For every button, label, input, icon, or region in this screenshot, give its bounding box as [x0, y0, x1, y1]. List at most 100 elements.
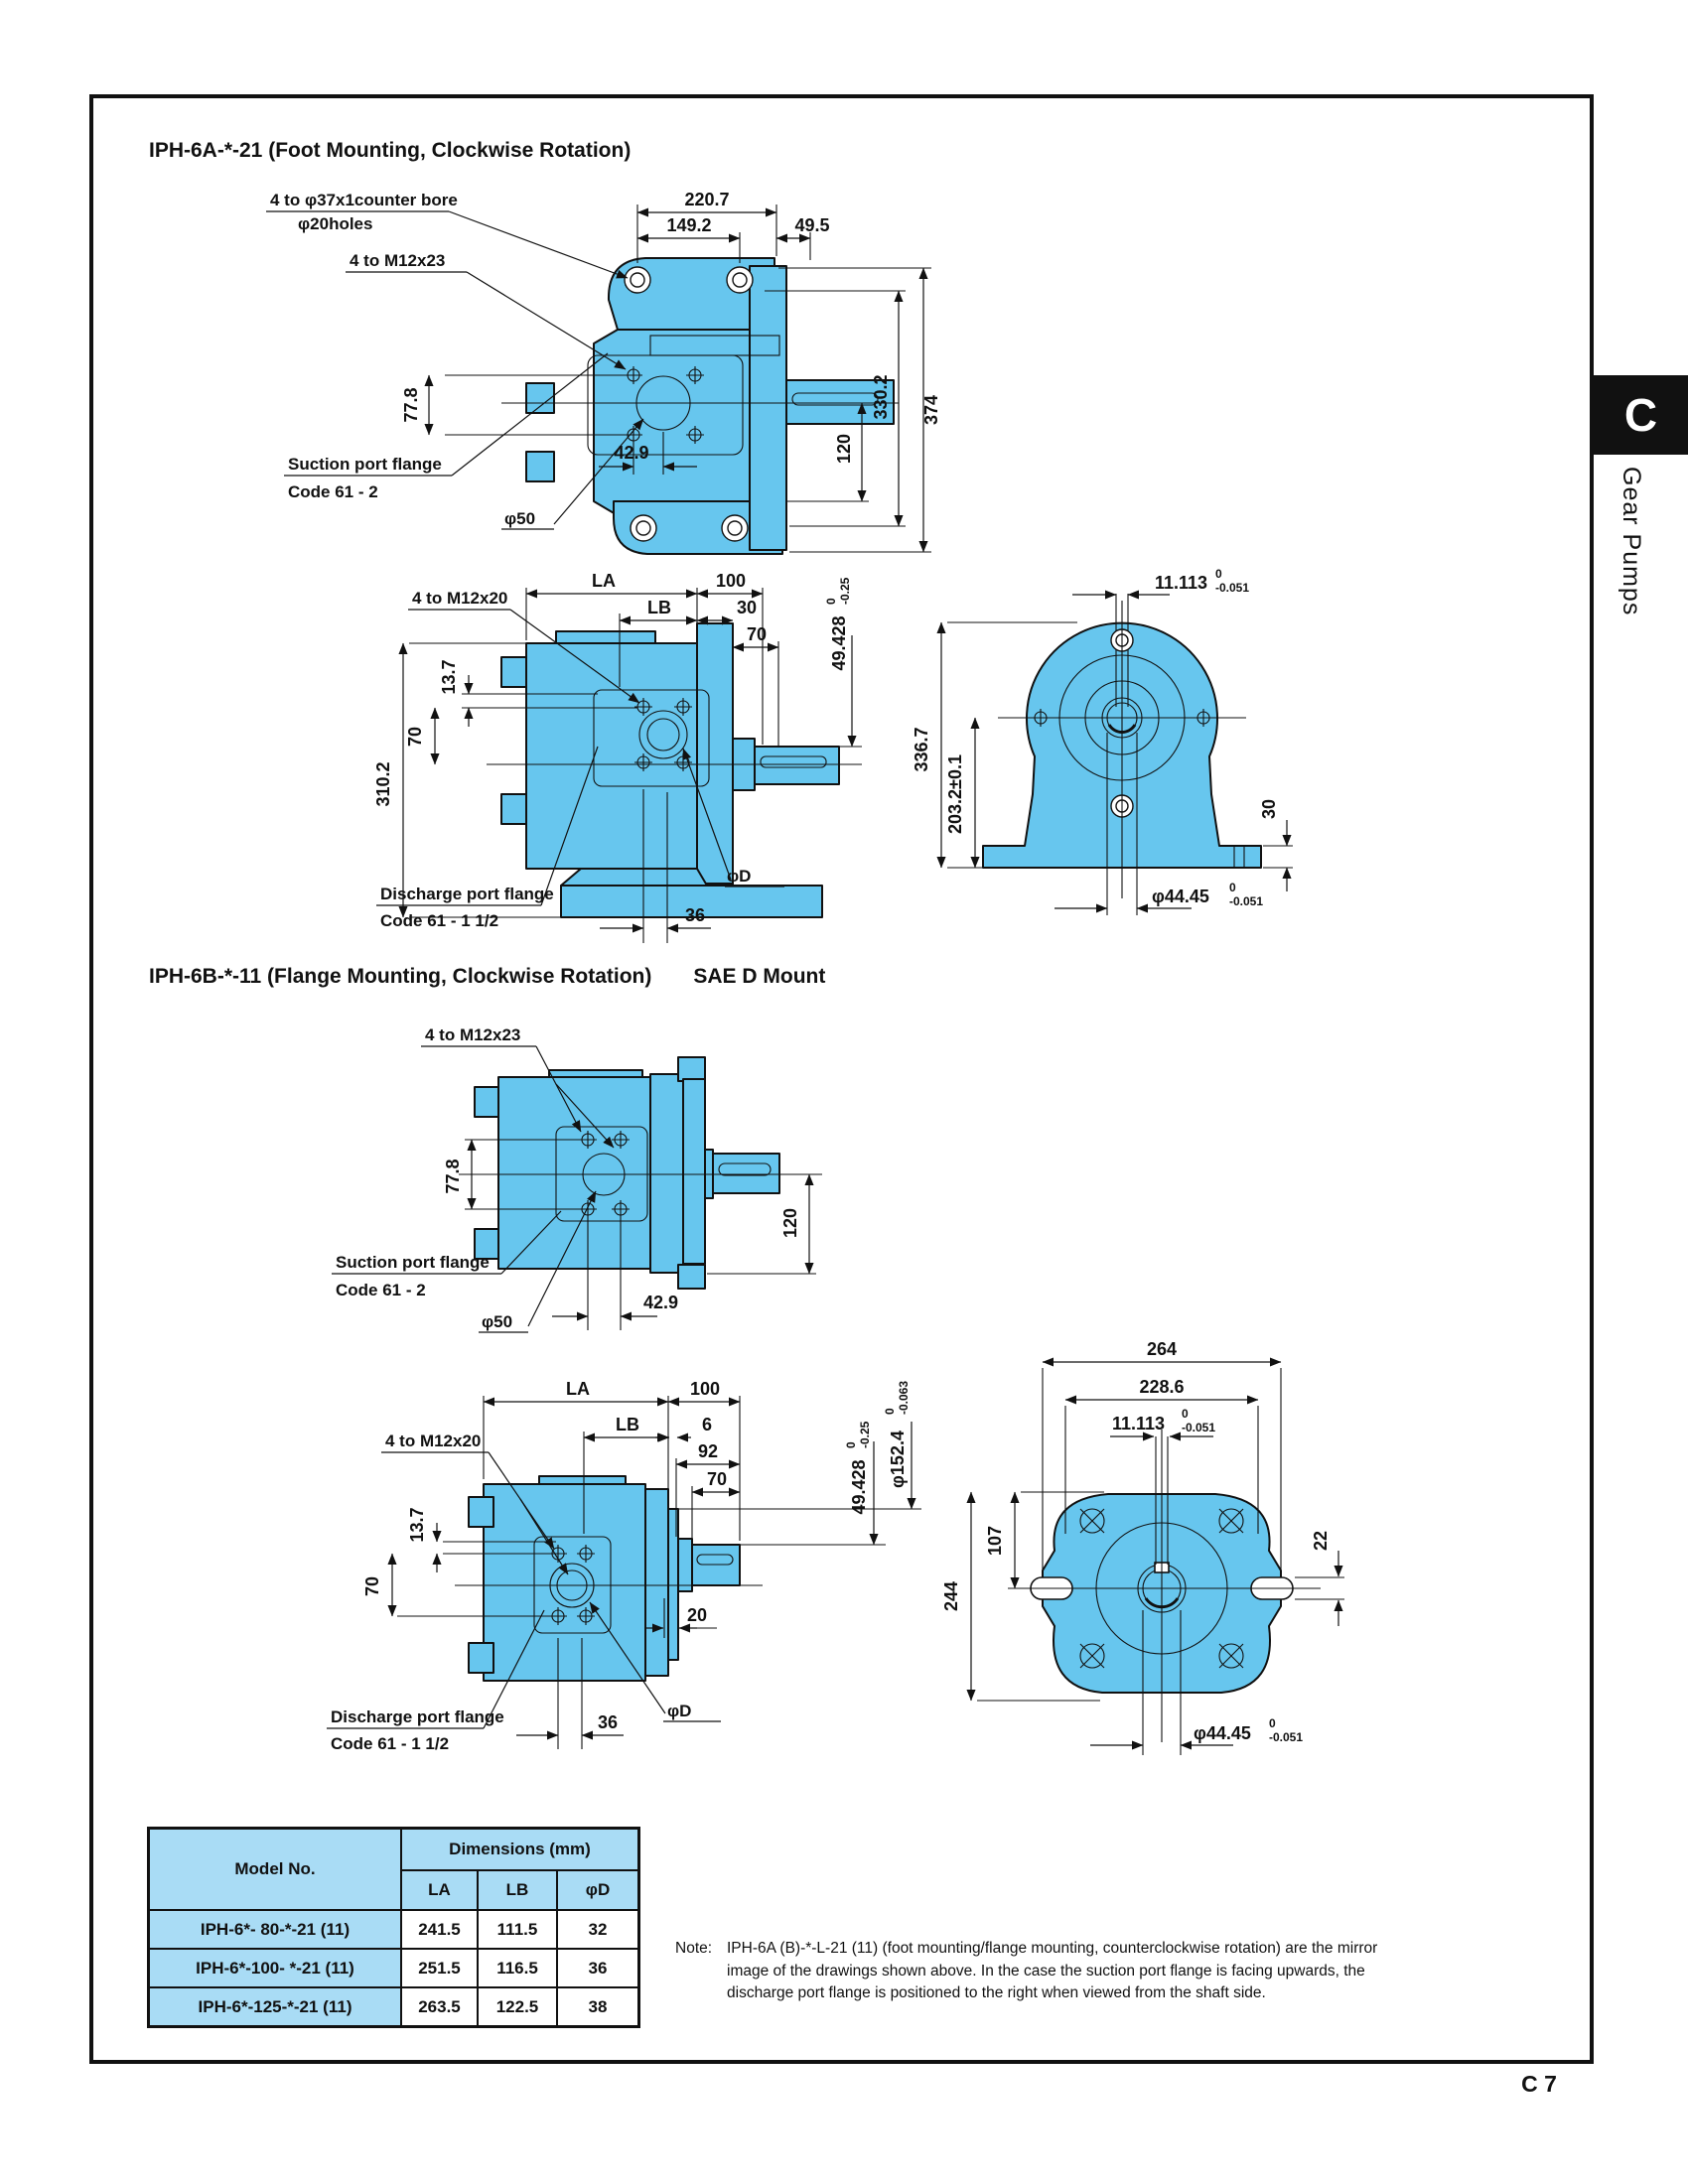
suction-port-label-1: Suction port flange [288, 455, 442, 474]
counterbore-note-line2: φ20holes [298, 214, 372, 233]
svg-text:0: 0 [1215, 567, 1222, 581]
note-line: discharge port flange is positioned to t… [727, 1984, 1266, 2001]
dim-42-9: 42.9 [643, 1293, 678, 1312]
bolt-note: 4 to M12x20 [385, 1432, 481, 1450]
shaft-keyway [718, 1162, 772, 1176]
chapter-letter: C [1623, 389, 1658, 441]
dim-20: 20 [687, 1605, 707, 1625]
col-header-model: Model No. [147, 1827, 402, 1911]
dim-36: 36 [685, 905, 705, 925]
svg-text:φ44.45: φ44.45 [1152, 887, 1209, 906]
section2-title-text: IPH-6B-*-11 (Flange Mounting, Clockwise … [149, 965, 652, 988]
model-no: IPH-6*-125-*-21 (11) [147, 1986, 402, 2028]
bolt-tab [525, 451, 555, 482]
bolt-note: 4 to M12x20 [412, 589, 507, 608]
dim-70: 70 [405, 727, 425, 747]
note-label: Note: [675, 1940, 713, 1957]
flange-side-view: LA 100 LB 6 92 70 49.428 0 -0.25 [327, 1379, 921, 1753]
dim-30: 30 [737, 598, 757, 617]
dim-phiD: φD [667, 1702, 691, 1720]
bolt-tab [468, 1642, 494, 1674]
dim-11-113: 11.113 0 -0.051 [1112, 1407, 1215, 1434]
svg-text:-0.25: -0.25 [858, 1421, 872, 1448]
la-value: 251.5 [400, 1948, 479, 1988]
port-flange-face [593, 689, 710, 787]
dim-LB: LB [616, 1415, 639, 1434]
la-value: 241.5 [400, 1909, 479, 1950]
svg-text:-0.051: -0.051 [1269, 1730, 1303, 1744]
flange-ear-top [677, 1056, 706, 1082]
col-header-dimensions: Dimensions (mm) [400, 1827, 640, 1871]
table-row: IPH-6*- 80-*-21 (11) 241.5 111.5 32 [147, 1909, 640, 1950]
col-header-phid: φD [556, 1869, 640, 1911]
note-line: image of the drawings shown above. In th… [727, 1962, 1365, 1979]
suction-port-label-1: Suction port flange [336, 1253, 490, 1272]
table-row: IPH-6*-100- *-21 (11) 251.5 116.5 36 [147, 1948, 640, 1988]
dim-49-428: 49.428 0 -0.25 [824, 577, 852, 670]
foot-side-view: LA 100 LB 30 70 49.428 0 -0.25 13.7 [373, 571, 862, 943]
shaft [785, 379, 895, 425]
bolt-tab [500, 656, 527, 688]
dim-44-45: φ44.45 0 -0.051 [1194, 1716, 1303, 1744]
dim-13-7: 13.7 [439, 659, 459, 694]
foot-base [560, 885, 823, 918]
note-body: IPH-6A (B)-*-L-21 (11) (foot mounting/fl… [727, 1938, 1377, 2005]
counterbore-hole [726, 266, 754, 294]
svg-text:-0.051: -0.051 [1215, 581, 1249, 595]
svg-text:φ152.4: φ152.4 [888, 1431, 908, 1488]
mounting-flange [682, 1078, 706, 1265]
dim-92: 92 [698, 1441, 718, 1461]
svg-text:49.428: 49.428 [849, 1459, 869, 1514]
dim-264: 264 [1147, 1339, 1177, 1359]
shaft [754, 746, 840, 785]
chapter-tab: C [1594, 375, 1688, 455]
mounting-plate [696, 622, 734, 885]
dim-374: 374 [921, 395, 941, 425]
dim-LB: LB [647, 598, 671, 617]
bolt-note: 4 to M12x23 [350, 251, 445, 270]
svg-text:0: 0 [1229, 881, 1236, 894]
shaft-keyway [760, 755, 827, 768]
section2-title: IPH-6B-*-11 (Flange Mounting, Clockwise … [149, 965, 825, 989]
svg-text:49.428: 49.428 [829, 615, 849, 670]
shaft-keyway [696, 1554, 734, 1566]
section1-title-text: IPH-6A-*-21 (Foot Mounting, Clockwise Ro… [149, 139, 632, 162]
dim-107: 107 [985, 1526, 1005, 1556]
dim-22: 22 [1311, 1531, 1331, 1551]
suction-port-label-2: Code 61 - 2 [288, 482, 378, 501]
dim-30: 30 [1259, 799, 1279, 819]
bolt-tab [525, 382, 555, 414]
rear-cover [644, 1488, 669, 1677]
pilot-boss [677, 1538, 693, 1592]
svg-text:-0.063: -0.063 [897, 1381, 911, 1415]
discharge-port-label-2: Code 61 - 1 1/2 [380, 911, 498, 930]
svg-text:-0.051: -0.051 [1182, 1421, 1215, 1434]
foot-front-view: 220.7 149.2 49.5 374 330.2 120 77.8 [266, 190, 941, 555]
dim-phiD: φD [727, 867, 751, 886]
svg-text:-0.051: -0.051 [1229, 894, 1263, 908]
dim-44-45: φ44.45 0 -0.051 [1152, 881, 1263, 908]
model-no: IPH-6*- 80-*-21 (11) [147, 1909, 402, 1950]
bolt-tab [474, 1228, 499, 1260]
dim-228-6: 228.6 [1139, 1377, 1184, 1397]
phid-value: 38 [556, 1986, 640, 2028]
svg-text:0: 0 [844, 1441, 858, 1448]
suction-port-label-2: Code 61 - 2 [336, 1281, 426, 1299]
foot-link [560, 868, 708, 887]
dimensions-table: Model No. Dimensions (mm) LA LB φD IPH-6… [147, 1827, 640, 2028]
pump-body [497, 1076, 651, 1270]
dim-120: 120 [780, 1208, 800, 1238]
dim-336-7: 336.7 [912, 727, 931, 771]
lb-value: 116.5 [477, 1948, 558, 1988]
section2-subtitle: SAE D Mount [693, 965, 826, 988]
dim-36: 36 [598, 1712, 618, 1732]
page-number: C 7 [1521, 2071, 1557, 2097]
dim-LA: LA [566, 1379, 590, 1399]
dim-100: 100 [690, 1379, 720, 1399]
shaft-keyway [791, 392, 879, 406]
svg-text:0: 0 [883, 1408, 897, 1415]
counterbore-hole [630, 514, 657, 542]
discharge-port-label-2: Code 61 - 1 1/2 [331, 1734, 449, 1753]
dim-70: 70 [362, 1576, 382, 1596]
